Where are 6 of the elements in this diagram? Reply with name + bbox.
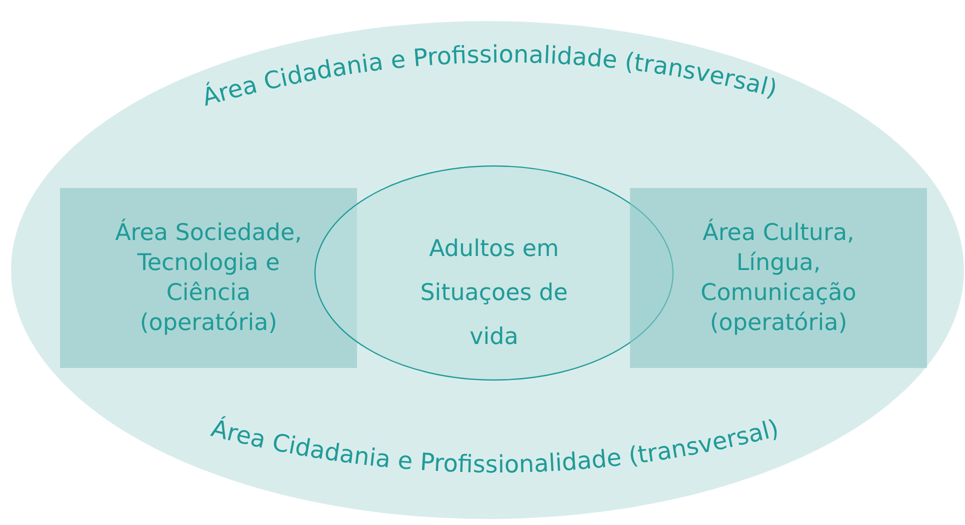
area-box (630, 188, 927, 368)
outer-ellipse (10, 20, 965, 520)
area-label: Adultos em Situaçoes de vida (419, 235, 569, 352)
area-label: Área Cultura, Língua, Comunicação (operatória) (700, 218, 858, 338)
area-box (60, 188, 357, 368)
area-label: Área Sociedade, Tecnologia e Ciência (operatória) (114, 218, 303, 338)
